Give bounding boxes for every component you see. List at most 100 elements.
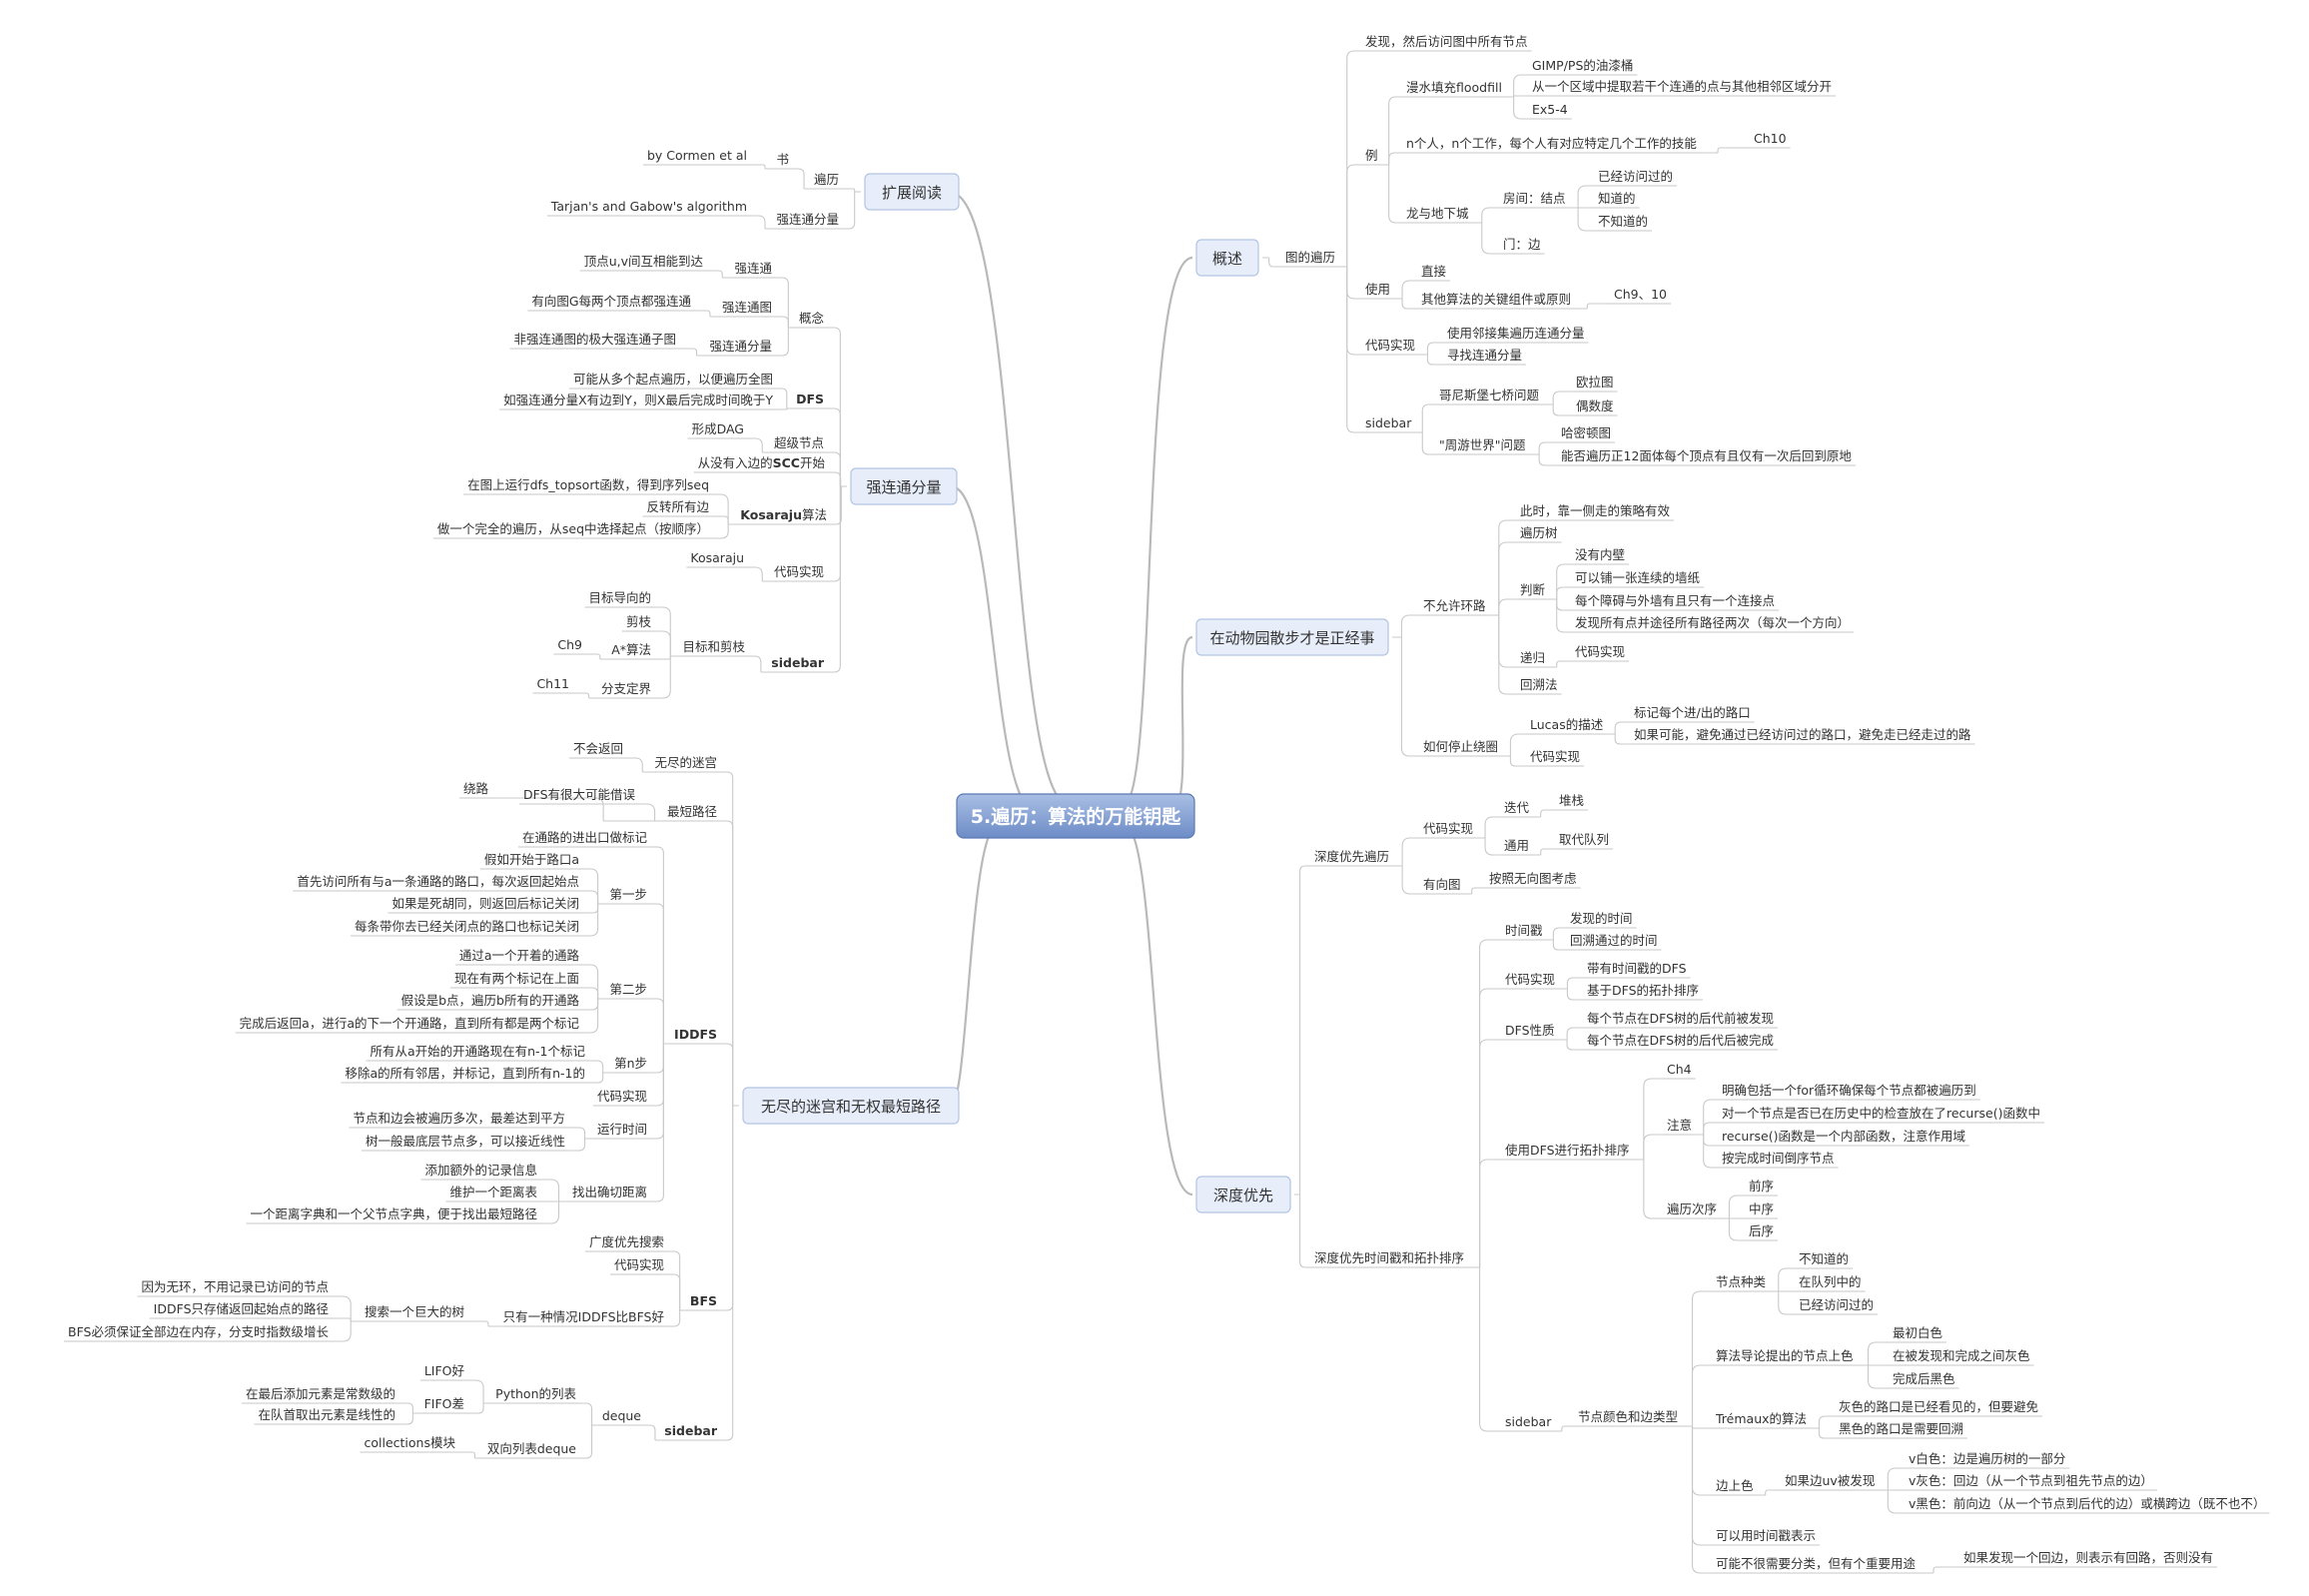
node-dp-maybe[interactable]: 可能不很需要分类，但有个重要用途 <box>1716 1556 1917 1571</box>
node-ov-use[interactable]: 使用 <box>1365 282 1390 297</box>
node-dp-o2[interactable]: 中序 <box>1749 1201 1774 1216</box>
node-dp-color[interactable]: 节点颜色和边类型 <box>1578 1409 1678 1424</box>
node-scc-c3d[interactable]: 非强连通图的极大强连通子图 <box>513 332 676 347</box>
node-mz-f3[interactable]: 一个距离字典和一个父节点字典，便于找出最短路径 <box>250 1206 537 1221</box>
central-topic[interactable]: 5.遍历：算法的万能钥匙 <box>956 793 1195 839</box>
node-scc-kos[interactable]: Kosaraju算法 <box>740 507 827 522</box>
node-dp-p1[interactable]: 每个节点在DFS树的后代前被发现 <box>1587 1011 1774 1026</box>
node-dp-code[interactable]: 代码实现 <box>1423 821 1473 836</box>
node-dp-gen[interactable]: 通用 <box>1504 838 1529 853</box>
node-mz-sna[interactable]: 所有从a开始的开通路现在有n-1个标记 <box>370 1044 585 1059</box>
node-mz-bfs[interactable]: BFS <box>690 1293 717 1308</box>
node-ov-r3[interactable]: 不知道的 <box>1598 214 1648 229</box>
node-dp-code2[interactable]: 代码实现 <box>1505 972 1555 987</box>
node-ext-cormen[interactable]: by Cormen et al <box>647 148 747 163</box>
node-mz-pylist[interactable]: Python的列表 <box>495 1386 576 1401</box>
node-ov-fl1[interactable]: GIMP/PS的油漆桶 <box>1532 58 1633 73</box>
node-ov-room[interactable]: 房间：结点 <box>1503 191 1566 206</box>
node-scc-start[interactable]: 从没有入边的SCC开始 <box>698 455 826 470</box>
node-mz-sr1[interactable]: 因为无环，不用记录已访问的节点 <box>141 1279 329 1294</box>
node-ov-door[interactable]: 门：边 <box>1503 237 1541 252</box>
node-dp-k2[interactable]: 在队列中的 <box>1799 1274 1862 1289</box>
node-mz-iddfs[interactable]: IDDFS <box>674 1027 717 1042</box>
node-scc-ch9[interactable]: Ch9 <box>557 637 582 652</box>
node-mz-short[interactable]: 最短路径 <box>667 804 717 819</box>
topic-depth[interactable]: 深度优先 <box>1195 1176 1291 1213</box>
node-ov-fl3[interactable]: Ex5-4 <box>1532 102 1568 117</box>
node-dp-n2[interactable]: 对一个节点是否已在历史中的检查放在了recurse()函数中 <box>1722 1106 2040 1121</box>
node-zo-nl1[interactable]: 此时，靠一侧走的策略有效 <box>1520 503 1671 518</box>
node-mz-s2d[interactable]: 完成后返回a，进行a的下一个开通路，直到所有都是两个标记 <box>240 1016 580 1031</box>
node-dp-note[interactable]: 注意 <box>1667 1118 1692 1133</box>
node-dp-iter[interactable]: 迭代 <box>1504 800 1530 815</box>
node-scc-sidebar[interactable]: sidebar <box>771 655 825 670</box>
node-scc-dag[interactable]: 形成DAG <box>692 421 744 436</box>
node-scc-k1[interactable]: 在图上运行dfs_topsort函数，得到序列seq <box>467 477 709 492</box>
node-mz-detour[interactable]: 绕路 <box>463 781 489 796</box>
topic-ext-reading[interactable]: 扩展阅读 <box>864 173 960 211</box>
node-dp-n3[interactable]: recurse()函数是一个内部函数，注意作用域 <box>1722 1129 1965 1144</box>
node-ov-fl2[interactable]: 从一个区域中提取若干个连通的点与其他相邻区域分开 <box>1532 79 1832 94</box>
node-mz-s2b[interactable]: 现在有两个标记在上面 <box>454 971 579 986</box>
node-mz-bfs1[interactable]: 广度优先搜索 <box>589 1234 664 1249</box>
node-ov-r1[interactable]: 已经访问过的 <box>1598 169 1673 184</box>
node-dp-side[interactable]: sidebar <box>1505 1414 1552 1429</box>
node-dp-undir[interactable]: 按照无向图考虑 <box>1489 871 1577 886</box>
node-mz-sidebar[interactable]: sidebar <box>664 1423 718 1438</box>
node-scc-k2[interactable]: 反转所有边 <box>646 499 709 514</box>
node-dp-tr2[interactable]: 黑色的路口是需要回溯 <box>1839 1421 1963 1436</box>
node-scc-dfs1[interactable]: 可能从多个起点遍历，以便遍历全图 <box>573 372 773 387</box>
node-mz-fb[interactable]: 在队首取出元素是线性的 <box>258 1407 395 1422</box>
node-mz-rt2[interactable]: 树一般最底层节点多，可以接近线性 <box>366 1134 565 1149</box>
node-scc-c1d[interactable]: 顶点u,v间互相能到达 <box>584 254 704 269</box>
node-scc-c2d[interactable]: 有向图G每两个顶点都强连通 <box>531 294 691 309</box>
node-zo-stop[interactable]: 如何停止绕圈 <box>1423 739 1498 754</box>
node-ov-ex[interactable]: 例 <box>1365 148 1378 163</box>
node-dp-ts[interactable]: 深度优先时间戳和拓扑排序 <box>1314 1250 1464 1265</box>
node-ov-gt[interactable]: 图的遍历 <box>1285 250 1335 265</box>
node-mz-dlist[interactable]: 双向列表deque <box>487 1441 576 1456</box>
node-dp-a2[interactable]: 在被发现和完成之间灰色 <box>1893 1348 2030 1363</box>
node-zo-j2[interactable]: 可以铺一张连续的墙纸 <box>1575 570 1701 585</box>
node-dp-n1[interactable]: 明确包括一个for循环确保每个节点都被遍历到 <box>1722 1083 1976 1098</box>
node-scc-super[interactable]: 超级节点 <box>774 435 824 450</box>
node-mz-stepn[interactable]: 第n步 <box>614 1056 647 1071</box>
node-dp-kind[interactable]: 节点种类 <box>1716 1274 1767 1289</box>
node-ov-code[interactable]: 代码实现 <box>1365 338 1415 353</box>
node-zo-j4[interactable]: 发现所有点并途径所有路径两次（每次一个方向） <box>1575 615 1850 630</box>
node-dp-p2[interactable]: 每个节点在DFS树的后代后被完成 <box>1587 1033 1774 1048</box>
node-mz-s2a[interactable]: 通过a一个开着的通路 <box>459 948 580 963</box>
node-ov-other[interactable]: 其他算法的关键组件或原则 <box>1421 292 1571 307</box>
node-ov-code2[interactable]: 寻找连通分量 <box>1447 348 1522 363</box>
node-scc-c2[interactable]: 强连通图 <box>722 300 772 315</box>
node-ext-scc[interactable]: 强连通分量 <box>776 212 839 227</box>
node-mz-deque[interactable]: deque <box>602 1408 641 1423</box>
node-dp-a3[interactable]: 完成后黑色 <box>1893 1371 1955 1386</box>
node-ov-parity[interactable]: 偶数度 <box>1576 399 1614 413</box>
node-mz-mark[interactable]: 在通路的进出口做标记 <box>522 830 648 845</box>
node-mz-find[interactable]: 找出确切距离 <box>572 1185 647 1199</box>
node-zo-noloop[interactable]: 不允许环路 <box>1423 598 1486 613</box>
node-dp-algo[interactable]: 算法导论提出的节点上色 <box>1716 1348 1854 1363</box>
node-scc-dfs2[interactable]: 如强连通分量X有边到Y，则X最后完成时间晚于Y <box>503 393 773 407</box>
node-mz-fa[interactable]: 在最后添加元素是常数级的 <box>246 1386 395 1401</box>
node-scc-dfs[interactable]: DFS <box>796 392 824 406</box>
node-dp-tre[interactable]: Trémaux的算法 <box>1715 1411 1807 1426</box>
node-dp-n4[interactable]: 按完成时间倒序节点 <box>1722 1151 1835 1166</box>
node-zo-scode[interactable]: 代码实现 <box>1530 749 1580 764</box>
node-scc-concept[interactable]: 概念 <box>799 311 825 326</box>
node-dp-topo[interactable]: 使用DFS进行拓扑排序 <box>1505 1143 1630 1158</box>
node-ov-side[interactable]: sidebar <box>1365 415 1412 430</box>
node-mz-s1d[interactable]: 每条带你去已经关闭点的路口也标记关闭 <box>355 919 579 934</box>
node-mz-search[interactable]: 搜索一个巨大的树 <box>365 1304 464 1319</box>
node-dp-c1[interactable]: 带有时间戳的DFS <box>1587 961 1687 976</box>
node-dp-queue[interactable]: 取代队列 <box>1559 832 1609 847</box>
node-mz-s1c[interactable]: 如果是死胡同，则返回后标记关闭 <box>391 896 579 911</box>
node-mz-f2[interactable]: 维护一个距离表 <box>449 1185 537 1199</box>
node-scc-astar[interactable]: A*算法 <box>611 642 651 657</box>
node-ov-flood[interactable]: 漫水填充floodfill <box>1406 80 1502 95</box>
node-dp-a1[interactable]: 最初白色 <box>1893 1325 1943 1340</box>
topic-overview[interactable]: 概述 <box>1195 239 1259 277</box>
node-mz-fifo[interactable]: FIFO差 <box>424 1396 464 1411</box>
node-ov-ch10[interactable]: Ch10 <box>1754 131 1787 146</box>
